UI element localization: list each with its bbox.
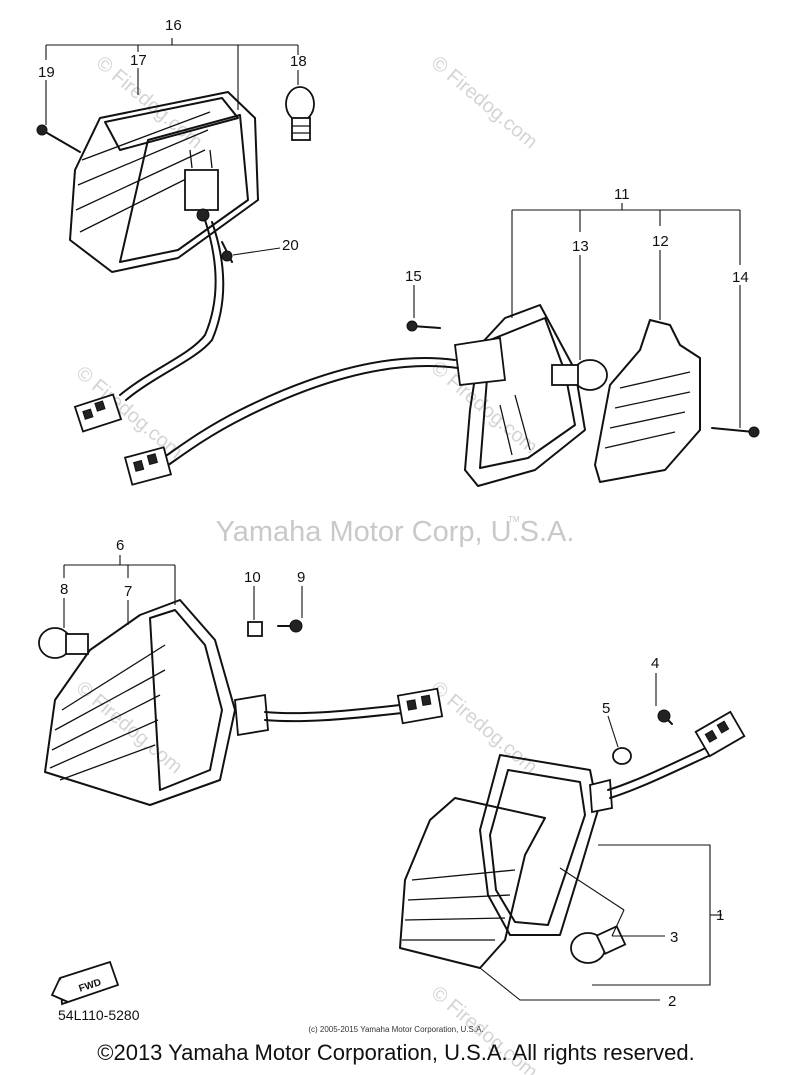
callout-14: 14	[732, 269, 749, 286]
callout-3: 3	[670, 929, 678, 946]
callout-19: 19	[38, 64, 55, 81]
flasher-rear-right	[123, 304, 586, 487]
callout-12: 12	[652, 233, 669, 250]
diagram-code: 54L110-5280	[58, 1007, 140, 1023]
callout-2: 2	[668, 993, 676, 1010]
screw-20	[221, 241, 233, 263]
callout-10: 10	[244, 569, 261, 586]
yamaha-watermark: Yamaha Motor Corp, U.S.A.	[216, 516, 575, 548]
callout-15: 15	[405, 268, 422, 285]
copyright-notice: ©2013 Yamaha Motor Corporation, U.S.A. A…	[97, 1040, 695, 1065]
callout-17: 17	[130, 52, 147, 69]
inner-copyright: (c) 2005-2015 Yamaha Motor Corporation, …	[308, 1025, 484, 1034]
nut-5	[612, 747, 632, 765]
callout-numbers: 16 17 18 19 20 11 13 12 14 15 6 8 7 10 9…	[38, 17, 749, 1010]
callout-20: 20	[282, 237, 299, 254]
screw-15	[406, 320, 441, 332]
watermark-tile: © Firedog.com	[427, 677, 542, 778]
bulb-8	[38, 627, 89, 659]
screw-19	[36, 124, 81, 153]
leader-lines	[45, 38, 741, 1001]
flasher-rear-left	[69, 91, 259, 433]
callout-1: 1	[716, 907, 724, 924]
nut-10	[247, 621, 263, 637]
callout-11: 11	[614, 186, 630, 203]
watermark-tile: © Firedog.com	[72, 677, 187, 778]
flasher-front-right	[399, 710, 746, 969]
callout-7: 7	[124, 583, 132, 600]
callout-18: 18	[290, 53, 307, 70]
screw-4	[657, 709, 673, 725]
bulb-3	[570, 925, 627, 964]
bulb-18	[285, 86, 315, 141]
callout-13: 13	[572, 238, 589, 255]
watermark-tile: © Firedog.com	[427, 52, 542, 153]
callout-16: 16	[165, 17, 182, 34]
flasher-front-left	[44, 599, 444, 806]
trademark-mark: TM	[508, 515, 520, 524]
callout-4: 4	[651, 655, 659, 672]
lens-12	[594, 319, 701, 483]
screw-9	[277, 619, 303, 633]
callout-8: 8	[60, 581, 68, 598]
forward-arrow-badge: FWD	[50, 960, 120, 1006]
firedog-watermarks: © Firedog.com © Firedog.com © Firedog.co…	[72, 52, 542, 1075]
callout-5: 5	[602, 700, 610, 717]
callout-6: 6	[116, 537, 124, 554]
bulb-13	[551, 359, 608, 391]
screw-14	[711, 426, 760, 438]
callout-9: 9	[297, 569, 305, 586]
